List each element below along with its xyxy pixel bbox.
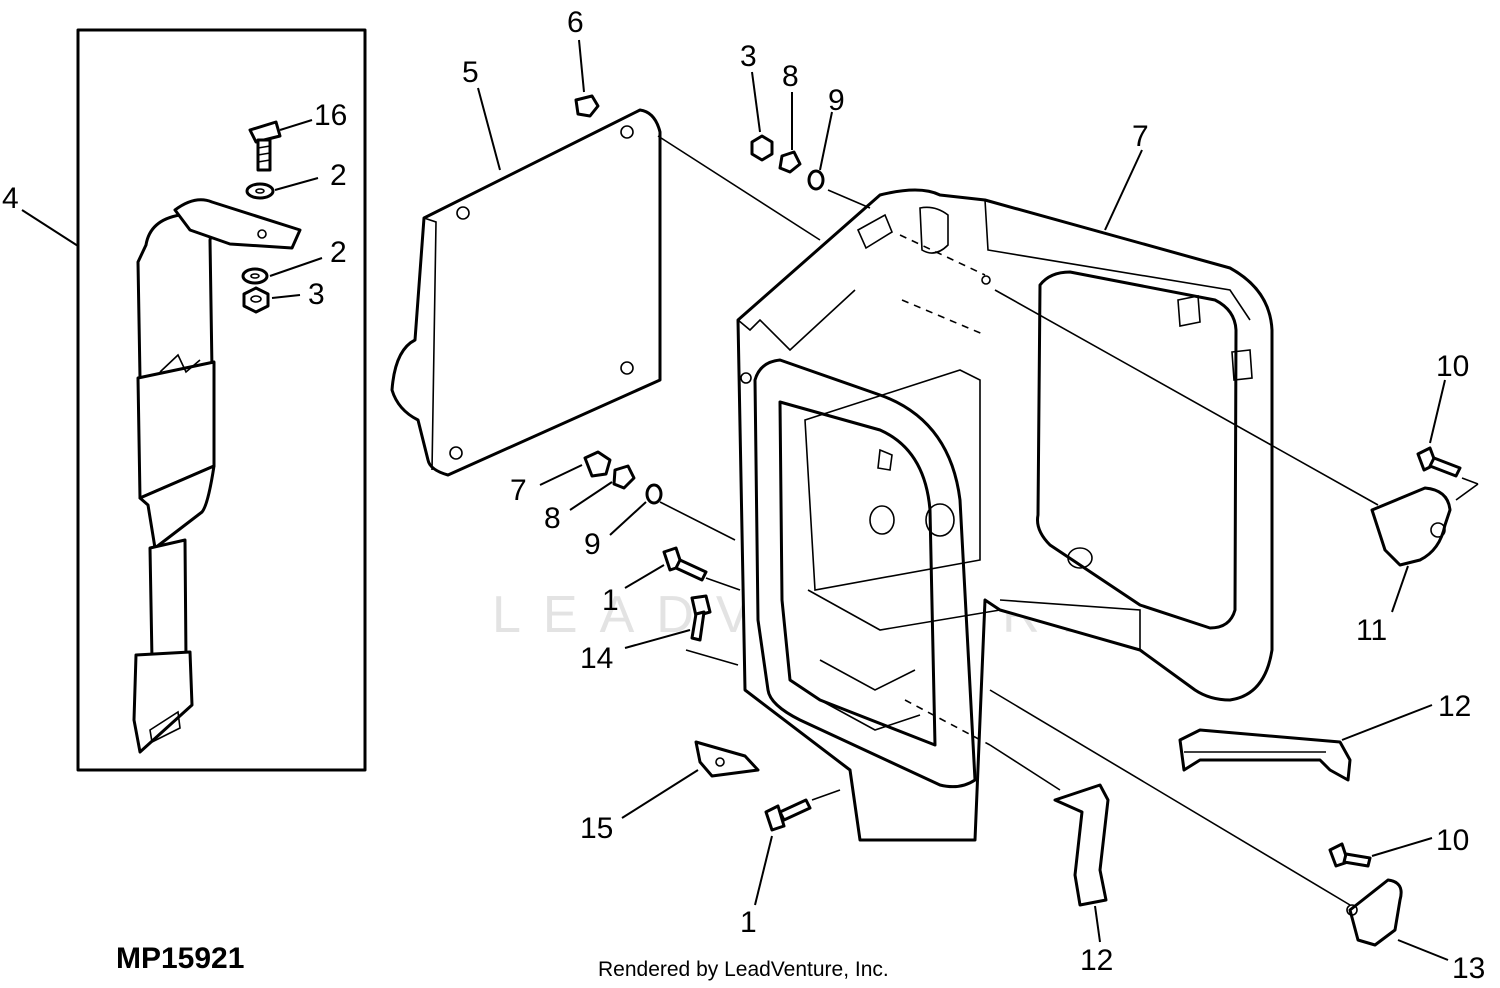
callout-2-upper: 2	[330, 159, 347, 192]
callout-labels: 4 16 2 2 3 5 6 3 8 9 7 7 8 9 1 14 15 1 1…	[2, 6, 1485, 985]
callout-10-lower: 10	[1436, 824, 1469, 857]
belt-bracket	[173, 198, 302, 250]
bolt-8-mid	[612, 464, 636, 490]
callout-13: 13	[1452, 952, 1485, 985]
fastener-6	[574, 94, 600, 118]
callout-11: 11	[1356, 614, 1387, 647]
callout-16: 16	[314, 99, 347, 132]
alignment-lines	[657, 135, 1479, 906]
frame-7	[736, 188, 1274, 842]
callout-8-mid: 8	[544, 502, 561, 535]
nut-3-top	[750, 134, 774, 162]
credit-line: Rendered by LeadVenture, Inc.	[598, 958, 889, 981]
bracket-hole	[257, 229, 267, 239]
bolt-16	[248, 120, 282, 172]
bolt-8-top	[778, 150, 802, 174]
callout-10-upper: 10	[1436, 350, 1469, 383]
bolt-10-upper	[1416, 446, 1462, 478]
callout-2-lower: 2	[330, 236, 347, 269]
callout-3-top: 3	[740, 40, 757, 73]
callout-12-right: 12	[1438, 690, 1471, 723]
fastener-7	[583, 450, 612, 478]
screw-14	[690, 594, 712, 642]
figure-id: MP15921	[116, 942, 244, 975]
callout-8-top: 8	[782, 60, 799, 93]
callout-5: 5	[462, 56, 479, 89]
bracket-12-right	[1178, 728, 1352, 782]
mount-11	[1370, 486, 1452, 567]
bracket-12-lower	[1053, 783, 1110, 907]
panel-5	[390, 108, 662, 477]
inset-frame	[76, 28, 367, 772]
washer-2-lower	[241, 267, 269, 285]
callout-7-mid: 7	[510, 474, 527, 507]
bolt-10-lower	[1328, 842, 1372, 868]
nut-3	[242, 286, 270, 314]
washer-9-top	[807, 169, 825, 191]
washer-2-upper	[245, 182, 275, 200]
bracket-15	[694, 740, 760, 778]
callout-9-top: 9	[828, 84, 845, 117]
mount-13	[1346, 878, 1403, 947]
callout-12-lower: 12	[1080, 944, 1113, 977]
inset-seat-belt	[76, 28, 367, 772]
seat-belt-strap	[132, 213, 216, 754]
callout-1-upper: 1	[602, 584, 619, 617]
callout-6: 6	[567, 6, 584, 39]
callout-7-frame: 7	[1132, 120, 1149, 153]
bolt-1-lower	[764, 798, 812, 832]
callout-1-lower: 1	[740, 906, 757, 939]
callout-3-inset: 3	[308, 278, 325, 311]
callout-4: 4	[2, 182, 19, 215]
bolt-1-upper	[662, 546, 708, 582]
callout-9-mid: 9	[584, 528, 601, 561]
washer-9-mid	[645, 483, 663, 505]
callout-15: 15	[580, 812, 613, 845]
callout-14: 14	[580, 642, 613, 675]
